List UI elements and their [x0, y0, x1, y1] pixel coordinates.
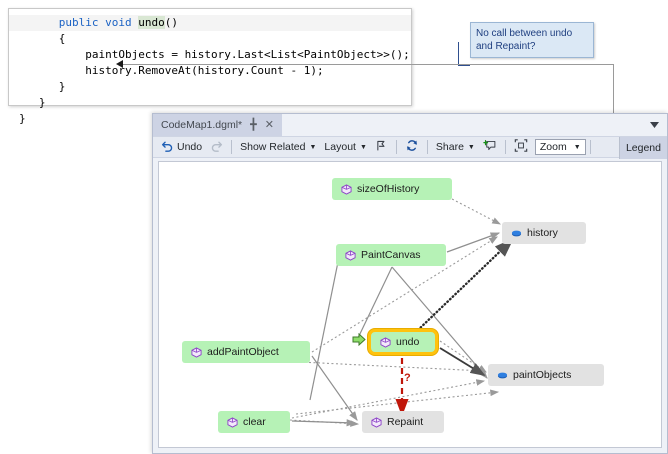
green-right-arrow-icon [352, 332, 366, 347]
code-line: paintObjects = history.Last<List<PaintOb… [19, 48, 410, 61]
chevron-down-icon: ▼ [467, 143, 475, 151]
codemap-window: CodeMap1.dgml* ╋ ✕ Undo Show Related ▼ L… [152, 113, 668, 454]
add-comment-button[interactable] [479, 139, 501, 156]
codemap-toolbar: Undo Show Related ▼ Layout ▼ [153, 136, 667, 159]
node-addPaintObject[interactable]: addPaintObject [182, 341, 310, 363]
method-cube-icon [380, 336, 391, 348]
code-editor-pane[interactable]: public void undo() { paintObjects = hist… [8, 8, 412, 125]
code-line: } [19, 80, 66, 93]
chevron-down-icon: ▼ [309, 143, 317, 151]
node-label: clear [243, 416, 266, 428]
share-button[interactable]: Share ▼ [432, 139, 479, 156]
undo-button[interactable]: Undo [157, 139, 206, 156]
filter-button[interactable] [371, 139, 392, 156]
refresh-button[interactable] [401, 139, 423, 156]
zoom-label: Zoom [539, 141, 567, 153]
keyword-public: public [58, 16, 99, 29]
code-line: public void undo() [9, 15, 411, 31]
note-leader-line [458, 65, 470, 66]
node-label: sizeOfHistory [357, 183, 420, 195]
toolbar-separator [426, 140, 428, 154]
method-cube-icon [341, 183, 352, 195]
toolbar-separator [589, 140, 591, 154]
code-line: } [19, 96, 46, 109]
callout-frame-arm [118, 64, 249, 65]
layout-button[interactable]: Layout ▼ [320, 139, 370, 156]
node-PaintCanvas[interactable]: PaintCanvas [336, 244, 446, 266]
share-label: Share [435, 141, 464, 153]
node-label: Repaint [387, 416, 424, 428]
undo-label: Undo [177, 141, 203, 153]
fit-to-screen-icon [514, 139, 528, 155]
tab-codemap1[interactable]: CodeMap1.dgml* ╋ ✕ [153, 114, 282, 136]
tab-title: CodeMap1.dgml* [161, 119, 243, 131]
tab-strip: CodeMap1.dgml* ╋ ✕ [153, 114, 667, 136]
code-line: history.RemoveAt(history.Count - 1); [19, 64, 324, 77]
code-line: } [19, 112, 26, 125]
node-label: addPaintObject [207, 346, 279, 358]
chevron-down-icon: ▼ [573, 143, 581, 151]
method-cube-icon [191, 346, 202, 358]
node-label: undo [396, 336, 420, 348]
undo-arrow-icon [161, 139, 174, 155]
annotation-note: No call between undo and Repaint? [470, 22, 594, 58]
refresh-icon [405, 139, 419, 155]
pin-icon[interactable]: ╋ [250, 118, 257, 131]
node-history[interactable]: history [502, 222, 586, 244]
selected-identifier: undo [138, 16, 165, 29]
node-label: paintObjects [513, 369, 572, 381]
node-undo[interactable]: undo [368, 329, 438, 355]
node-label: history [527, 227, 558, 239]
chevron-down-icon[interactable] [647, 118, 661, 132]
method-cube-icon [345, 249, 356, 261]
keyword-void: void [105, 16, 132, 29]
toolbar-separator [504, 140, 506, 154]
code-line: { [19, 32, 66, 45]
codemap-canvas[interactable] [158, 161, 662, 448]
redo-button[interactable] [206, 139, 227, 156]
field-icon [511, 228, 522, 239]
show-related-button[interactable]: Show Related ▼ [236, 139, 320, 156]
layout-label: Layout [324, 141, 356, 153]
node-clear[interactable]: clear [218, 411, 290, 433]
node-sizeOfHistory[interactable]: sizeOfHistory [332, 178, 452, 200]
node-Repaint[interactable]: Repaint [362, 411, 444, 433]
show-related-label: Show Related [240, 141, 306, 153]
redo-arrow-icon [210, 139, 223, 155]
zoom-combobox[interactable]: Zoom ▼ [534, 139, 586, 155]
method-cube-icon [371, 416, 382, 428]
method-cube-icon [227, 416, 238, 428]
close-icon[interactable]: ✕ [264, 118, 274, 131]
chevron-down-icon: ▼ [359, 143, 367, 151]
fit-to-screen-button[interactable] [510, 139, 532, 156]
field-icon [497, 370, 508, 381]
toolbar-separator [231, 140, 233, 154]
toolbar-separator [395, 140, 397, 154]
node-paintObjects[interactable]: paintObjects [488, 364, 604, 386]
callout-frame-arrowhead [116, 60, 123, 68]
add-comment-icon [483, 139, 497, 155]
legend-button[interactable]: Legend [618, 137, 667, 159]
node-label: PaintCanvas [361, 249, 421, 261]
filter-flag-icon [375, 139, 388, 155]
note-leader-line [458, 42, 459, 66]
missing-call-question-mark: ? [404, 372, 411, 384]
